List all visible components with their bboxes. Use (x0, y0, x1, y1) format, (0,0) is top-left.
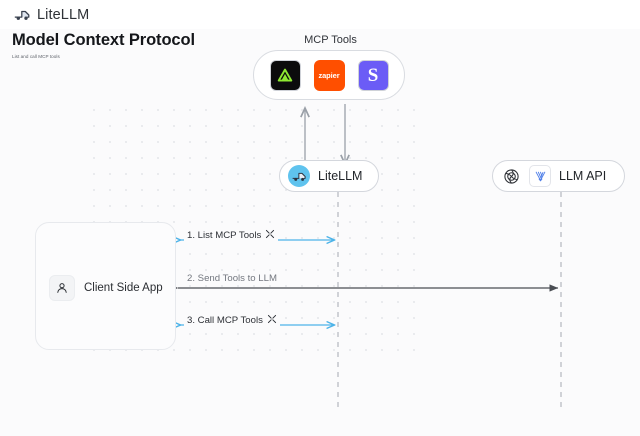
page-title: Model Context Protocol (12, 31, 195, 49)
canvas-fade-bottom (0, 354, 640, 436)
blue-chevron-glyph (535, 171, 545, 181)
edge-label-2-text: 2. Send Tools to LLM (187, 273, 277, 284)
page-subtitle: List and call MCP tools (12, 54, 60, 59)
mcp-tools-group-label: MCP Tools (304, 34, 357, 46)
client-side-app-label: Client Side App (84, 282, 163, 294)
tools-icon (267, 314, 277, 326)
hammer-wrench-glyph (267, 314, 276, 324)
app-header: LiteLLM (0, 0, 640, 29)
client-side-app-card[interactable]: Client Side App (35, 222, 176, 350)
edge-label-1-text: 1. List MCP Tools (187, 229, 262, 241)
brand-name: LiteLLM (37, 6, 90, 23)
truck-icon (14, 10, 30, 20)
tools-icon (265, 229, 275, 241)
edge-label-3: 3. Call MCP Tools (184, 314, 280, 326)
node-litellm[interactable]: LiteLLM (279, 160, 380, 192)
edge-label-3-text: 3. Call MCP Tools (187, 314, 263, 326)
openai-icon (501, 166, 521, 186)
page-title-block: Model Context Protocol List and call MCP… (12, 30, 195, 60)
slack-letter: S (367, 64, 379, 86)
person-glyph (57, 283, 67, 293)
node-litellm-label: LiteLLM (318, 169, 363, 183)
truck-glyph (292, 172, 306, 181)
green-triangle-glyph (277, 68, 293, 82)
zapier-wordmark: zapier (318, 70, 340, 80)
edge-label-1: 1. List MCP Tools (184, 229, 279, 241)
zapier-tool-icon[interactable]: zapier (313, 59, 345, 91)
slack-tool-icon[interactable]: S (357, 59, 389, 91)
sentry-tool-icon[interactable] (269, 59, 301, 91)
user-icon (49, 275, 75, 301)
anthropic-icon (529, 165, 551, 187)
node-llm-api[interactable]: LLM API (492, 160, 626, 192)
litellm-truck-avatar (288, 165, 310, 187)
mcp-tools-group[interactable]: zapier S (253, 50, 405, 100)
openai-flower-glyph (503, 168, 519, 184)
edge-label-2: 2. Send Tools to LLM (184, 273, 280, 284)
node-llm-api-label: LLM API (559, 169, 607, 183)
hammer-wrench-glyph (266, 229, 275, 239)
